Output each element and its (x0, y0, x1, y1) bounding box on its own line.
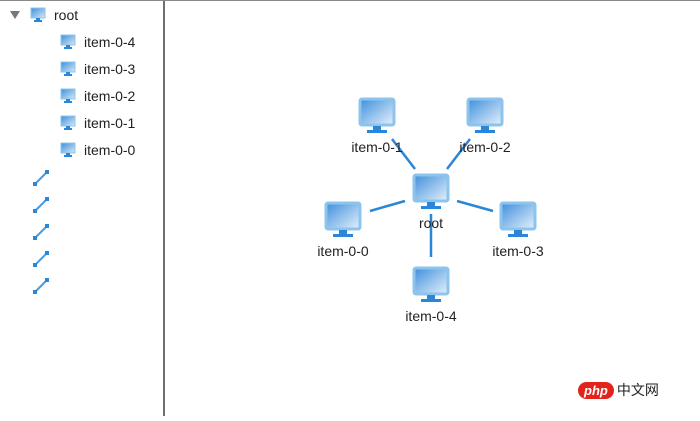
tree-item-label: item-0-4 (84, 34, 136, 50)
tree-panel[interactable]: root item-0-4 item-0-3 item-0-2 item-0-1 ite… (0, 1, 165, 416)
tree-item-label: item-0-1 (84, 115, 136, 131)
tree-item-label: item-0-0 (84, 142, 136, 158)
node-item-0-2[interactable]: item-0-2 (459, 97, 511, 155)
edge-root-item-0-2[interactable] (446, 138, 471, 170)
monitor-base (333, 234, 353, 237)
expand-triangle-icon[interactable] (10, 11, 20, 19)
link-icon (33, 197, 49, 213)
watermark: php 中文网 (578, 380, 659, 400)
node-root[interactable]: root (412, 173, 450, 231)
monitor-stand (427, 202, 435, 206)
monitor-icon (412, 173, 450, 203)
monitor-stand (339, 230, 347, 234)
node-item-0-1[interactable]: item-0-1 (351, 97, 403, 155)
monitor-base (421, 206, 441, 209)
monitor-base (508, 234, 528, 237)
watermark-logo: php (578, 381, 614, 399)
network-graph[interactable]: root item-0-0 item-0-1 item-0-2 item-0-3 item… (165, 1, 700, 416)
edge-root-item-0-0[interactable] (369, 199, 406, 213)
monitor-icon (412, 266, 450, 296)
node-item-0-0[interactable]: item-0-0 (317, 201, 369, 259)
tree-item[interactable]: item-0-2 (60, 85, 135, 107)
tree-link-item[interactable] (32, 221, 50, 243)
tree-item[interactable]: item-0-0 (60, 139, 135, 161)
tree-item[interactable]: item-0-1 (60, 112, 135, 134)
graph-canvas[interactable]: root item-0-0 item-0-1 item-0-2 item-0-3 item… (165, 1, 700, 416)
link-icon (33, 278, 49, 294)
monitor-stand (514, 230, 522, 234)
tree-item[interactable]: item-0-4 (60, 31, 135, 53)
monitor-icon (60, 88, 76, 103)
monitor-icon (60, 61, 76, 76)
monitor-stand (427, 295, 435, 299)
monitor-base (421, 299, 441, 302)
node-label: item-0-3 (492, 243, 544, 259)
tree-root-row[interactable]: root (10, 4, 78, 26)
node-label: root (419, 215, 443, 231)
node-item-0-4[interactable]: item-0-4 (405, 266, 457, 324)
monitor-base (475, 130, 495, 133)
monitor-stand (373, 126, 381, 130)
tree-item-label: item-0-2 (84, 88, 136, 104)
monitor-icon (60, 34, 76, 49)
watermark-text: 中文网 (616, 382, 659, 398)
monitor-icon (358, 97, 396, 127)
edge-root-item-0-3[interactable] (456, 199, 494, 213)
node-label: item-0-2 (459, 139, 511, 155)
link-icon (33, 224, 49, 240)
tree-root-label: root (54, 7, 79, 23)
node-item-0-3[interactable]: item-0-3 (492, 201, 544, 259)
tree-item-label: item-0-3 (84, 61, 136, 77)
monitor-icon (60, 115, 76, 130)
tree-item[interactable]: item-0-3 (60, 58, 135, 80)
monitor-icon (466, 97, 504, 127)
tree-link-item[interactable] (32, 248, 50, 270)
monitor-icon (324, 201, 362, 231)
node-label: item-0-1 (351, 139, 403, 155)
top-border (0, 0, 700, 1)
link-icon (33, 251, 49, 267)
edge-root-item-0-1[interactable] (391, 138, 416, 170)
monitor-icon (60, 142, 76, 157)
monitor-icon (30, 7, 46, 22)
tree-link-item[interactable] (32, 275, 50, 297)
tree-link-item[interactable] (32, 167, 50, 189)
tree-link-item[interactable] (32, 194, 50, 216)
node-label: item-0-4 (405, 308, 457, 324)
node-label: item-0-0 (317, 243, 369, 259)
monitor-icon (499, 201, 537, 231)
monitor-base (367, 130, 387, 133)
monitor-stand (481, 126, 489, 130)
link-icon (33, 170, 49, 186)
